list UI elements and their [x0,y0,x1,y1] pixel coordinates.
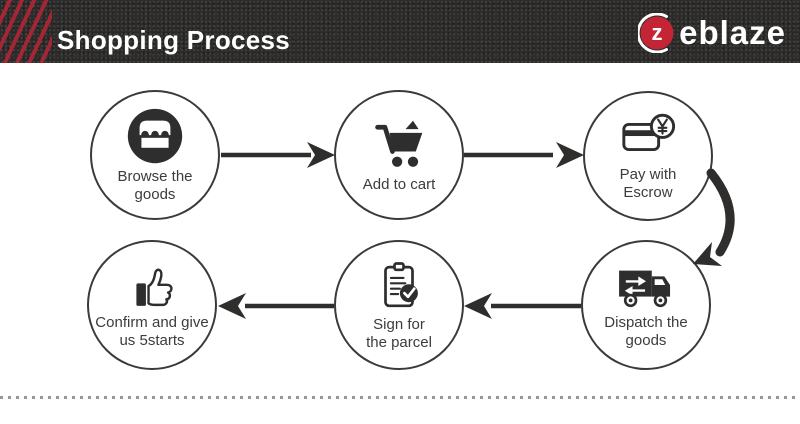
brand-text: eblaze [679,14,786,51]
step-confirm-5stars: Confirm and give us 5starts [87,240,217,370]
step-label-line: goods [134,185,176,203]
step-label: Sign for the parcel [366,316,432,352]
step-label-line: goods [625,331,667,349]
header-bar: Shopping Process z eblaze [0,0,800,63]
step-label-line: Escrow [623,183,673,201]
storefront-icon [127,108,183,163]
step-sign-parcel: Sign for the parcel [334,240,464,370]
step-label: Browse the goods [117,168,192,204]
step-label: Pay with Escrow [620,166,677,202]
step-label-line: Dispatch the [604,313,688,331]
red-stripes-decoration [0,0,52,63]
brand-circle-letter: z [652,20,663,45]
step-label-line: Pay with [619,165,677,183]
step-label-line: the parcel [366,333,432,351]
step-browse-goods: Browse the goods [90,90,220,220]
page-title: Shopping Process [57,25,291,55]
thumbs-up-icon [136,268,173,306]
step-label-line: Browse the [117,167,193,185]
step-dispatch-goods: Dispatch the goods [581,240,711,370]
step-label: Add to cart [363,176,436,194]
step-label-line: Add to cart [362,175,436,193]
brand-logo: z eblaze [638,13,786,53]
step-label: Dispatch the goods [604,314,687,350]
dotted-divider [0,396,800,399]
step-label-line: Sign for [373,315,425,333]
shopping-cart-icon [375,120,423,167]
truck-icon [619,270,671,307]
clipboard-check-icon [384,261,418,307]
step-add-to-cart: Add to cart [334,90,464,220]
step-label-line: us 5starts [119,331,185,349]
step-label: Confirm and give us 5starts [95,314,208,350]
brand-z-circle-icon: z [638,13,674,53]
step-pay-with-escrow: Pay with Escrow [583,91,713,221]
step-label-line: Confirm and give [95,313,209,331]
card-yen-icon [622,113,676,151]
